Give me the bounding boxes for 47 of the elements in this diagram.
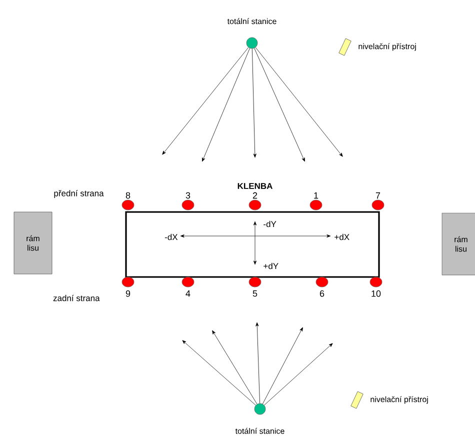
point-marker bbox=[316, 276, 328, 288]
point-number: 2 bbox=[252, 192, 258, 199]
point-number: 6 bbox=[320, 290, 324, 297]
frame-box: rám lisu bbox=[14, 212, 52, 274]
side-label: zadní strana bbox=[53, 294, 100, 302]
arrow bbox=[256, 322, 260, 404]
point-marker bbox=[122, 276, 134, 288]
point-number: 1 bbox=[314, 192, 318, 199]
point-marker bbox=[370, 276, 382, 288]
arrow bbox=[212, 330, 258, 404]
node-caption: nivelační přístroj bbox=[358, 43, 416, 51]
direction-label: +dX bbox=[334, 234, 350, 240]
point-marker bbox=[372, 200, 384, 210]
point-number: 5 bbox=[252, 290, 258, 297]
point-marker bbox=[122, 200, 134, 210]
point-number: 3 bbox=[186, 192, 190, 199]
point-number: 4 bbox=[186, 290, 190, 297]
arrow bbox=[255, 47, 343, 157]
point-number: 7 bbox=[376, 192, 380, 199]
node-caption: totální stanice bbox=[235, 428, 284, 434]
arrow bbox=[254, 48, 305, 162]
side-label: přední strana bbox=[54, 190, 104, 198]
point-marker bbox=[182, 200, 194, 210]
level-icon bbox=[338, 38, 352, 56]
arrow bbox=[264, 343, 333, 406]
arrow bbox=[262, 327, 303, 404]
arrow bbox=[182, 340, 256, 406]
arrow bbox=[202, 48, 250, 162]
arrow bbox=[162, 47, 249, 155]
direction-label: -dY bbox=[264, 220, 276, 228]
node-caption: nivelační přístroj bbox=[370, 396, 428, 404]
point-number: 9 bbox=[126, 290, 130, 297]
point-marker bbox=[182, 276, 194, 288]
arrow bbox=[252, 48, 256, 158]
direction-label: +dY bbox=[264, 262, 278, 270]
point-marker bbox=[248, 200, 262, 210]
point-marker bbox=[310, 200, 322, 210]
point-number: 10 bbox=[372, 290, 381, 297]
level-icon bbox=[350, 391, 364, 409]
node-caption: totální stanice bbox=[227, 18, 276, 24]
vault-title: KLENBA bbox=[238, 183, 272, 189]
station-marker bbox=[254, 403, 266, 415]
station-marker bbox=[246, 37, 258, 49]
frame-box: rám lisu bbox=[442, 212, 475, 276]
point-number: 8 bbox=[126, 192, 130, 199]
direction-label: -dX bbox=[164, 234, 178, 240]
point-marker bbox=[248, 276, 262, 288]
